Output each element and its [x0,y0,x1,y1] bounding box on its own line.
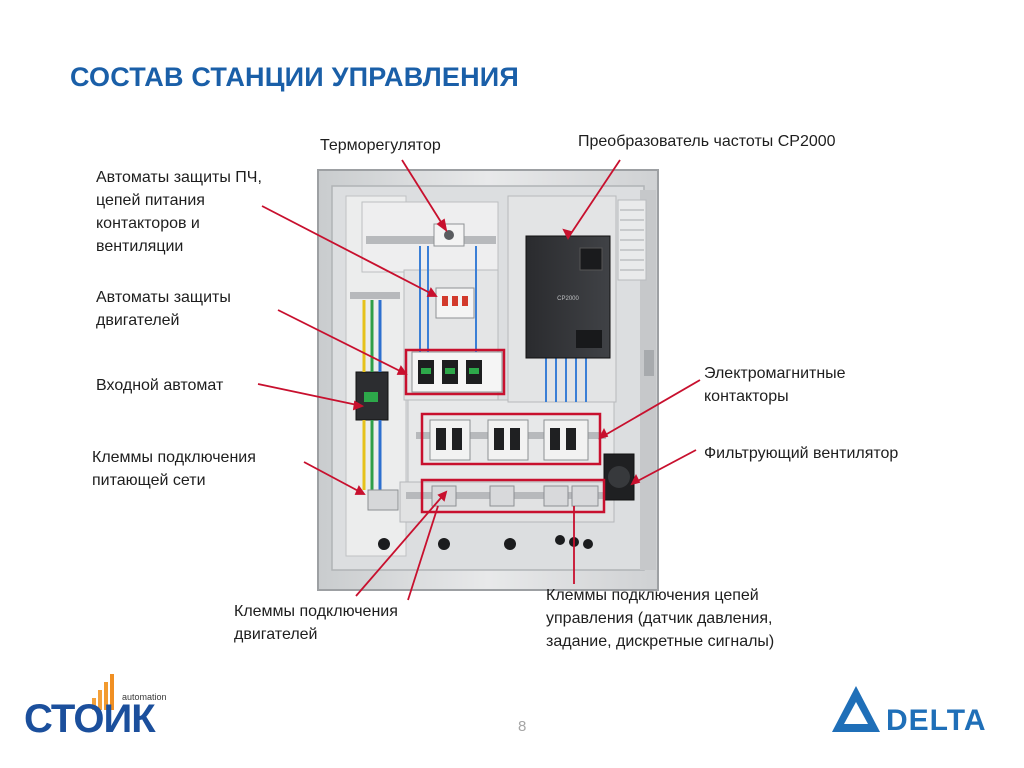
filter-fan [603,453,635,501]
label-control-terminals: Клеммы подключения цепей управления (дат… [546,587,775,650]
label-thermoregulator: Терморегулятор [320,137,441,154]
page-title: СОСТАВ СТАНЦИИ УПРАВЛЕНИЯ [70,62,520,92]
label-frequency-converter: Преобразователь частоты СР2000 [578,133,836,150]
label-contactors: Электромагнитные контакторы [704,365,846,405]
vent-grille [617,199,647,281]
label-input-breaker: Входной автомат [96,377,224,394]
label-power-terminals: Клеммы подключения питающей сети [92,449,256,489]
delta-wordmark: DELTA [886,704,987,737]
label-filter-fan: Фильтрующий вентилятор [704,445,899,462]
stoik-logo: automation СТОИК [24,674,167,740]
callout-lines [257,159,701,601]
stoik-wordmark: СТОИК [24,697,156,740]
frequency-converter: CP2000 [525,235,611,359]
label-motor-terminals: Клеммы подключения двигателей [234,603,398,643]
stoik-tagline: automation [122,692,167,702]
breakers-group [435,287,475,319]
contactors-row [429,419,589,461]
vfd-model-text: CP2000 [557,296,579,302]
label-motor-breakers: Автоматы защиты двигателей [96,289,231,329]
motor-breakers [411,351,503,393]
label-pc-breakers: Автоматы защиты ПЧ, цепей питания контак… [96,169,262,255]
page-number: 8 [518,718,527,735]
delta-logo: DELTA [832,686,987,737]
highlight-boxes [404,348,606,514]
